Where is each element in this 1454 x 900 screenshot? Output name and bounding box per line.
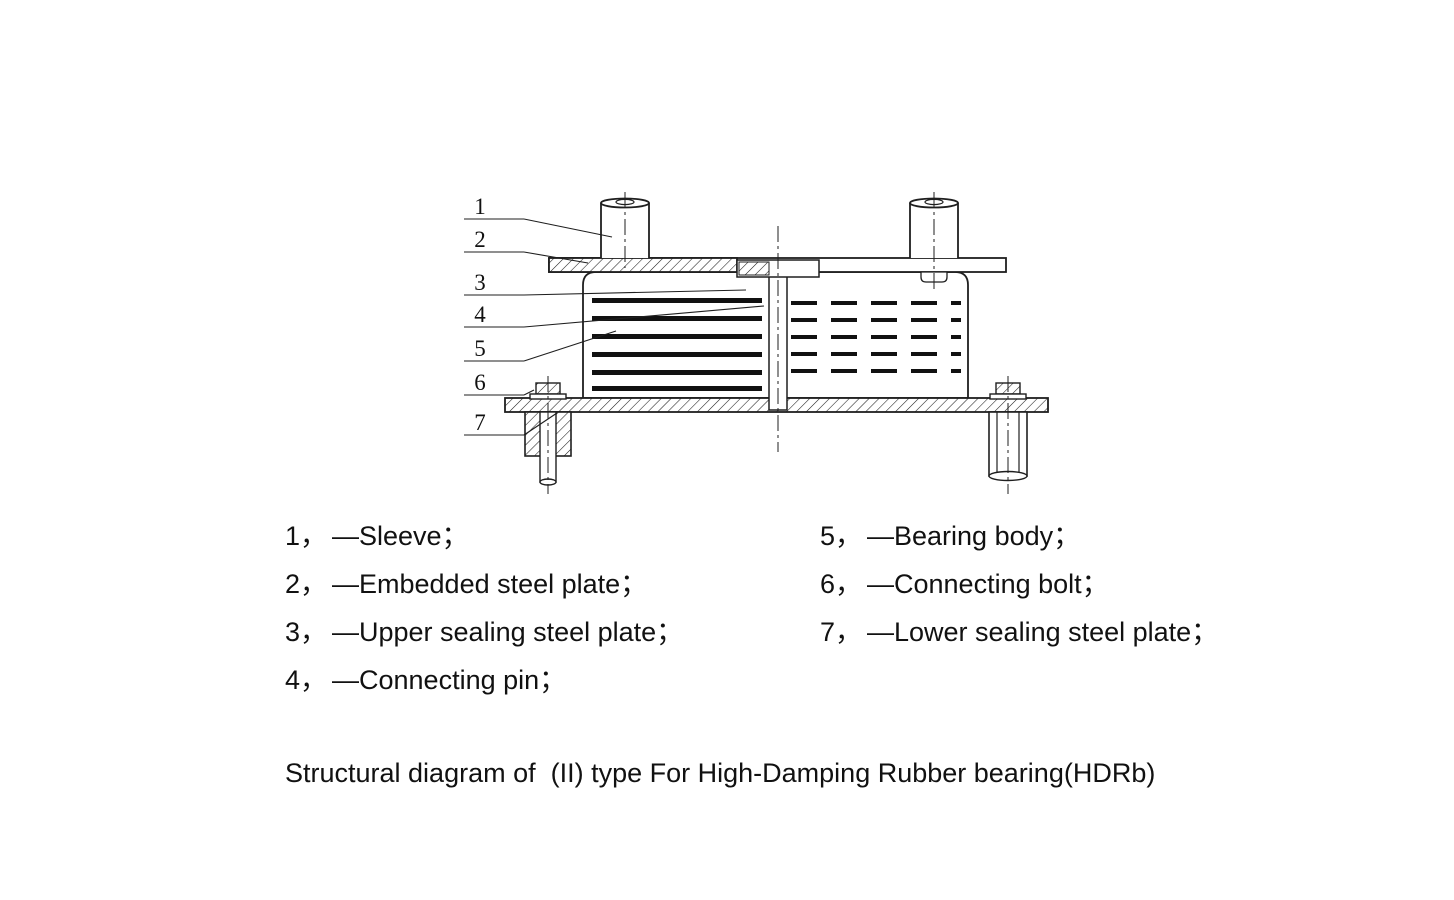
callout-6: 6 bbox=[474, 370, 486, 395]
callout-3: 3 bbox=[474, 270, 486, 295]
callout-1: 1 bbox=[474, 194, 486, 219]
legend-label: Upper sealing steel plate； bbox=[359, 617, 684, 647]
leader-lines bbox=[464, 218, 765, 436]
legend-label: Sleeve； bbox=[359, 521, 469, 551]
rubber-layers-hidden bbox=[791, 301, 961, 373]
legend-label: Bearing body； bbox=[894, 521, 1081, 551]
callout-4: 4 bbox=[474, 302, 486, 327]
legend-dash: — bbox=[867, 569, 894, 599]
legend-number: 6， bbox=[820, 569, 863, 599]
legend-right-column: 5，—Bearing body； 6，—Connecting bolt； 7，—… bbox=[820, 512, 1218, 656]
centerlines bbox=[547, 192, 1009, 494]
callout-7: 7 bbox=[474, 410, 486, 435]
callout-5: 5 bbox=[474, 336, 486, 361]
diagram-caption: Structural diagram of (II) type For High… bbox=[285, 758, 1156, 788]
legend-left-column: 1，—Sleeve； 2，—Embedded steel plate； 3，—U… bbox=[285, 512, 683, 704]
legend-item-embedded-steel-plate: 2，—Embedded steel plate； bbox=[285, 560, 683, 608]
legend-item-lower-sealing-steel-plate: 7，—Lower sealing steel plate； bbox=[820, 608, 1218, 656]
legend-dash: — bbox=[867, 617, 894, 647]
legend-item-connecting-pin: 4，—Connecting pin； bbox=[285, 656, 683, 704]
legend-label: Connecting bolt； bbox=[894, 569, 1109, 599]
legend-label: Connecting pin； bbox=[359, 665, 567, 695]
rubber-layers-section bbox=[592, 298, 762, 391]
legend-label: Embedded steel plate； bbox=[359, 569, 648, 599]
legend-number: 4， bbox=[285, 665, 328, 695]
legend-number: 1， bbox=[285, 521, 328, 551]
legend-number: 2， bbox=[285, 569, 328, 599]
legend-number: 7， bbox=[820, 617, 863, 647]
legend-number: 5， bbox=[820, 521, 863, 551]
legend-item-bearing-body: 5，—Bearing body； bbox=[820, 512, 1218, 560]
legend-item-upper-sealing-steel-plate: 3，—Upper sealing steel plate； bbox=[285, 608, 683, 656]
legend-dash: — bbox=[867, 521, 894, 551]
callout-2: 2 bbox=[474, 227, 486, 252]
legend-dash: — bbox=[332, 617, 359, 647]
legend-dash: — bbox=[332, 569, 359, 599]
legend-dash: — bbox=[332, 665, 359, 695]
legend-number: 3， bbox=[285, 617, 328, 647]
legend-label: Lower sealing steel plate； bbox=[894, 617, 1219, 647]
legend-item-connecting-bolt: 6，—Connecting bolt； bbox=[820, 560, 1218, 608]
legend-item-sleeve: 1，—Sleeve； bbox=[285, 512, 683, 560]
legend-dash: — bbox=[332, 521, 359, 551]
